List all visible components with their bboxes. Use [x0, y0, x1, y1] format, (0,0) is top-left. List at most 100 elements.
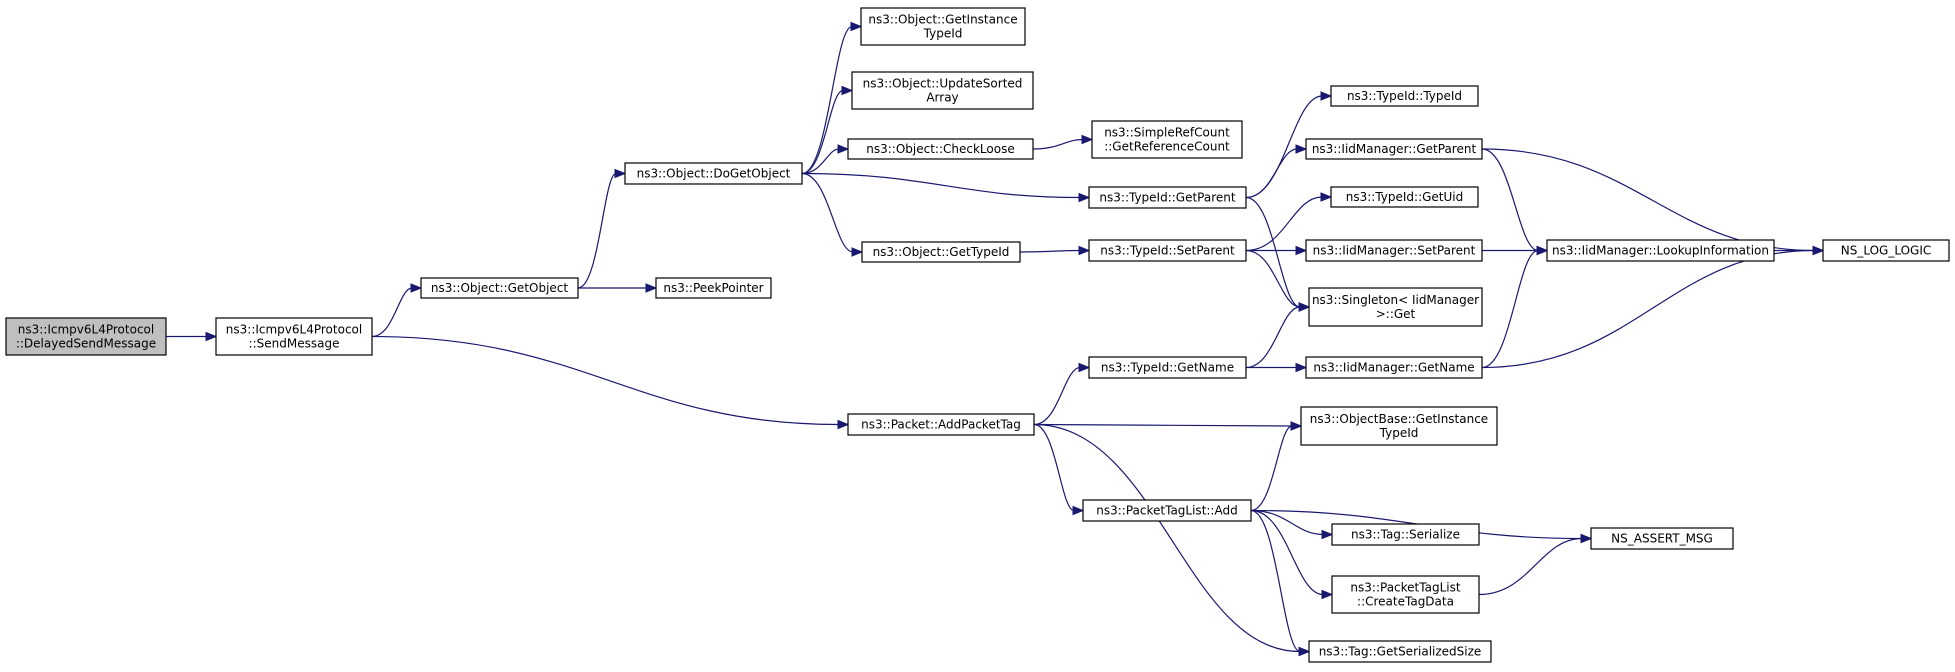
- node-box: [420, 277, 579, 299]
- node-box: [1308, 640, 1492, 663]
- node-label: ns3::TypeId::SetParent: [1100, 244, 1235, 258]
- arrowhead-icon: [1072, 505, 1085, 516]
- node-nsassert[interactable]: NS_ASSERT_MSG: [1590, 527, 1734, 550]
- edge-send-to-getobj: [371, 283, 423, 338]
- node-tidgetuid[interactable]: ns3::TypeId::GetUid: [1330, 186, 1479, 208]
- node-label: ns3::TypeId::GetName: [1101, 361, 1234, 375]
- node-singleton[interactable]: ns3::Singleton< IidManager>::Get: [1308, 287, 1483, 327]
- edge-addtag-to-ptladd: [1033, 423, 1085, 516]
- node-dogetobj[interactable]: ns3::Object::DoGetObject: [624, 162, 803, 185]
- node-box: [1331, 575, 1480, 614]
- edge-tidsetparent-to-tidgetuid: [1245, 192, 1333, 252]
- node-send[interactable]: ns3::Icmpv6L4Protocol::SendMessage: [215, 317, 373, 356]
- node-box: [1546, 239, 1775, 262]
- node-label: >::Get: [1376, 307, 1416, 321]
- arrowhead-icon: [1078, 245, 1091, 256]
- edge-iidgetparent-to-nslog: [1481, 148, 1825, 256]
- edge-line: [1033, 423, 1293, 427]
- node-box: [1088, 186, 1247, 209]
- edge-line: [1250, 509, 1324, 536]
- edge-line: [1481, 249, 1815, 369]
- node-checkloose[interactable]: ns3::Object::CheckLoose: [847, 138, 1034, 160]
- node-label: ns3::Object::DoGetObject: [637, 167, 791, 181]
- node-box: [861, 241, 1021, 263]
- edge-line: [1033, 423, 1301, 653]
- arrowhead-icon: [1812, 245, 1825, 256]
- node-label: ns3::IidManager::GetName: [1313, 361, 1474, 375]
- node-tidtid[interactable]: ns3::TypeId::TypeId: [1330, 85, 1479, 107]
- node-label: ns3::Tag::Serialize: [1351, 528, 1460, 542]
- edge-line: [1250, 425, 1293, 512]
- edge-addtag-to-tidgetname: [1033, 362, 1091, 426]
- node-label: ns3::SimpleRefCount: [1104, 126, 1230, 140]
- arrowhead-icon: [205, 331, 218, 342]
- node-label: ns3::IidManager::SetParent: [1313, 244, 1476, 258]
- node-getobj[interactable]: ns3::Object::GetObject: [420, 277, 579, 299]
- edge-tidgetname-to-singleton: [1245, 302, 1311, 369]
- node-label: ns3::PacketTagList: [1350, 581, 1460, 595]
- node-label: ns3::ObjectBase::GetInstance: [1310, 412, 1488, 426]
- edge-dogetobj-to-tidgetparent: [801, 172, 1091, 203]
- node-label: NS_ASSERT_MSG: [1611, 532, 1713, 546]
- node-tagser[interactable]: ns3::Tag::Serialize: [1331, 523, 1480, 546]
- arrowhead-icon: [1298, 646, 1311, 657]
- edge-objgettid-to-tidsetparent: [1019, 245, 1091, 256]
- node-box: [1331, 523, 1480, 546]
- node-ptladd[interactable]: ns3::PacketTagList::Add: [1082, 499, 1252, 522]
- edge-line: [577, 172, 617, 289]
- node-tidgetname[interactable]: ns3::TypeId::GetName: [1088, 356, 1247, 379]
- node-label: ::CreateTagData: [1357, 595, 1454, 609]
- node-peek[interactable]: ns3::PeekPointer: [655, 277, 772, 299]
- node-box: [847, 138, 1034, 160]
- node-label: ns3::IidManager::LookupInformation: [1552, 244, 1769, 258]
- node-addtag[interactable]: ns3::Packet::AddPacketTag: [847, 413, 1035, 436]
- node-iidgetparent[interactable]: ns3::IidManager::GetParent: [1305, 138, 1483, 160]
- node-label: TypeId: [923, 27, 963, 41]
- node-box: [1305, 138, 1483, 160]
- node-label: ns3::Singleton< IidManager: [1312, 293, 1479, 307]
- node-box: [1305, 356, 1483, 379]
- node-ptlcreate[interactable]: ns3::PacketTagList::CreateTagData: [1331, 575, 1480, 614]
- node-box: [1330, 186, 1479, 208]
- edge-iidgetname-to-nslog: [1481, 245, 1825, 369]
- edge-getobj-to-peek: [578, 283, 658, 293]
- node-iidgetname[interactable]: ns3::IidManager::GetName: [1305, 356, 1483, 379]
- node-label: ns3::Object::CheckLoose: [866, 142, 1014, 156]
- node-box: [1822, 239, 1950, 262]
- edge-line: [1481, 148, 1539, 252]
- node-srcount[interactable]: ns3::SimpleRefCount::GetReferenceCount: [1091, 120, 1243, 159]
- edge-tidgetname-to-iidgetname: [1246, 362, 1308, 373]
- node-objgettid[interactable]: ns3::Object::GetTypeId: [861, 241, 1021, 263]
- edge-line: [801, 89, 844, 175]
- node-root[interactable]: ns3::Icmpv6L4Protocol::DelayedSendMessag…: [5, 317, 167, 356]
- edge-line: [801, 172, 854, 253]
- node-nslog[interactable]: NS_LOG_LOGIC: [1822, 239, 1950, 262]
- edge-ptladd-to-objbase: [1250, 421, 1303, 512]
- node-label: ns3::Icmpv6L4Protocol: [226, 323, 362, 337]
- node-tidsetparent[interactable]: ns3::TypeId::SetParent: [1088, 239, 1247, 262]
- node-iidsetparent[interactable]: ns3::IidManager::SetParent: [1305, 239, 1483, 262]
- node-box: [624, 162, 803, 185]
- edge-ptladd-to-taggetsize: [1250, 509, 1311, 657]
- arrowhead-icon: [851, 247, 864, 257]
- node-lookup[interactable]: ns3::IidManager::LookupInformation: [1546, 239, 1775, 262]
- arrowhead-icon: [1580, 533, 1593, 544]
- edge-send-to-addtag: [371, 335, 850, 430]
- edge-ptlcreate-to-nsassert: [1478, 533, 1593, 596]
- edge-line: [1478, 537, 1583, 596]
- edge-dogetobj-to-updsorted: [801, 85, 854, 175]
- nodes-layer: ns3::Icmpv6L4Protocol::DelayedSendMessag…: [5, 7, 1950, 663]
- node-label: ns3::Object::GetInstance: [868, 13, 1017, 27]
- edge-dogetobj-to-objgettid: [801, 172, 864, 257]
- node-tidgetparent[interactable]: ns3::TypeId::GetParent: [1088, 186, 1247, 209]
- node-taggetsize[interactable]: ns3::Tag::GetSerializedSize: [1308, 640, 1492, 663]
- arrowhead-icon: [1290, 421, 1303, 431]
- edges-layer: [166, 21, 1825, 657]
- node-label: ::DelayedSendMessage: [16, 337, 156, 351]
- node-box: [847, 413, 1035, 436]
- node-box: [1088, 356, 1247, 379]
- edge-line: [801, 25, 853, 175]
